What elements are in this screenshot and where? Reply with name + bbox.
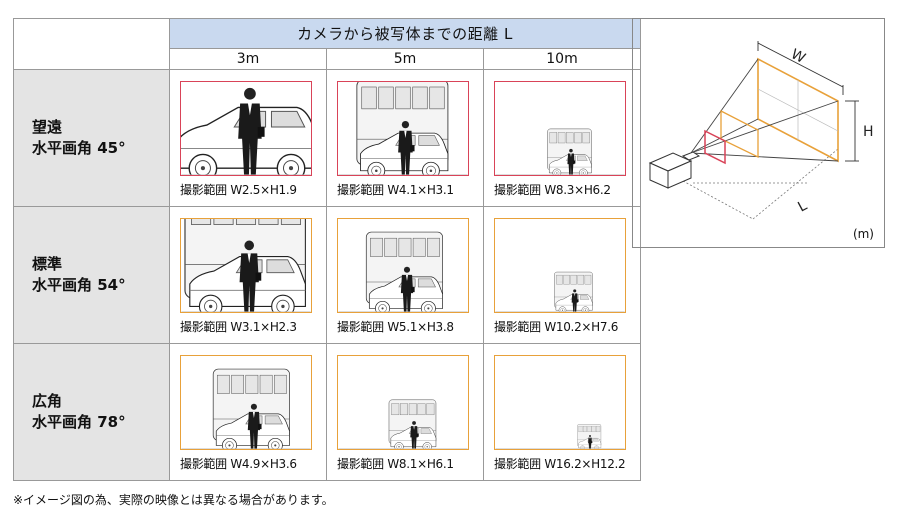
frustum-lines — [690, 58, 839, 162]
person-illustration — [247, 403, 262, 449]
capture-range-caption: 撮影範囲 W4.9×H3.6 — [180, 457, 297, 471]
briefcase-icon — [576, 299, 579, 303]
grid-cell: 撮影範囲 W10.2×H7.6 — [483, 206, 641, 344]
grid-cell: 撮影範囲 W4.1×H3.1 — [326, 69, 484, 207]
lens-name: 広角 — [32, 392, 63, 410]
width-dimension — [757, 41, 844, 95]
scene-illustration — [495, 271, 625, 312]
scene-illustration — [495, 424, 625, 449]
capture-range-caption: 撮影範囲 W16.2×H12.2 — [494, 457, 626, 471]
distance-5m: 5m — [326, 48, 484, 70]
distance-label: L — [795, 198, 810, 216]
width-label: W — [788, 46, 808, 67]
scene-illustration — [338, 82, 468, 175]
person-illustration — [238, 87, 265, 175]
scene-frame — [494, 355, 626, 450]
person-illustration — [588, 435, 593, 449]
row-header-standard: 標準 水平画角 54° — [13, 206, 170, 344]
scene-frame — [494, 218, 626, 313]
table-corner — [13, 18, 170, 70]
briefcase-icon — [410, 145, 415, 152]
row-header-wide: 広角 水平画角 78° — [13, 343, 170, 481]
unit-label: (m) — [852, 227, 874, 241]
lens-angle: 水平画角 45° — [32, 139, 126, 157]
capture-range-caption: 撮影範囲 W5.1×H3.8 — [337, 320, 454, 334]
person-illustration — [239, 240, 262, 312]
scene-frame — [494, 81, 626, 176]
scene-frame — [180, 355, 312, 450]
capture-range-caption: 撮影範囲 W10.2×H7.6 — [494, 320, 619, 334]
height-label: H — [863, 124, 874, 140]
capture-range-caption: 撮影範囲 W4.1×H3.1 — [337, 183, 454, 197]
person-illustration — [400, 266, 415, 312]
scene-illustration — [338, 231, 468, 312]
person-illustration — [410, 421, 419, 449]
scene-illustration — [338, 399, 468, 449]
lens-angle: 水平画角 78° — [32, 413, 126, 431]
field-of-view-diagram: W H L (m) — [632, 18, 885, 248]
briefcase-icon — [411, 287, 415, 293]
grid-cell: 撮影範囲 W8.3×H6.2 — [483, 69, 641, 207]
scene-frame — [180, 81, 312, 176]
grid-cell: 撮影範囲 W4.9×H3.6 — [169, 343, 327, 481]
capture-range-caption: 撮影範囲 W8.1×H6.1 — [337, 457, 454, 471]
scene-illustration — [181, 368, 311, 449]
person-illustration — [567, 148, 576, 175]
grid-cell: 撮影範囲 W3.1×H2.3 — [169, 206, 327, 344]
person-illustration — [398, 120, 415, 175]
briefcase-icon — [591, 441, 593, 443]
briefcase-icon — [573, 160, 576, 164]
height-dimension — [845, 100, 859, 162]
briefcase-icon — [257, 127, 265, 137]
scene-illustration — [181, 87, 311, 175]
lens-angle: 水平画角 54° — [32, 276, 126, 294]
briefcase-icon — [255, 272, 262, 281]
lens-name: 望遠 — [32, 118, 63, 136]
camera-icon — [648, 151, 701, 189]
far-frame — [757, 57, 839, 163]
scene-frame — [180, 218, 312, 313]
scene-frame — [337, 81, 469, 176]
scene-illustration — [181, 219, 311, 312]
capture-range-caption: 撮影範囲 W3.1×H2.3 — [180, 320, 297, 334]
distance-10m: 10m — [483, 48, 641, 70]
grid-cell: 撮影範囲 W8.1×H6.1 — [326, 343, 484, 481]
distance-3m: 3m — [169, 48, 327, 70]
view-angle-table: カメラから被写体までの距離 L 3m 5m 10m 望遠 水平画角 45° 撮影… — [13, 18, 641, 481]
grid-cell: 撮影範囲 W16.2×H12.2 — [483, 343, 641, 481]
scene-frame — [337, 218, 469, 313]
scene-frame — [337, 355, 469, 450]
camera-projection-svg: W H L — [648, 41, 874, 220]
briefcase-icon — [416, 433, 419, 437]
capture-range-caption: 撮影範囲 W2.5×H1.9 — [180, 183, 297, 197]
mid-frame — [720, 109, 759, 159]
near-frame — [704, 129, 726, 165]
grid-cell: 撮影範囲 W5.1×H3.8 — [326, 206, 484, 344]
disclaimer-note: ※イメージ図の為、実際の映像とは異なる場合があります。 — [13, 493, 334, 507]
lens-name: 標準 — [32, 255, 63, 273]
capture-range-caption: 撮影範囲 W8.3×H6.2 — [494, 183, 611, 197]
distance-header: カメラから被写体までの距離 L — [169, 18, 641, 49]
scene-illustration — [495, 128, 625, 175]
row-header-tele: 望遠 水平画角 45° — [13, 69, 170, 207]
person-illustration — [571, 289, 579, 312]
briefcase-icon — [257, 424, 262, 430]
grid-cell: 撮影範囲 W2.5×H1.9 — [169, 69, 327, 207]
